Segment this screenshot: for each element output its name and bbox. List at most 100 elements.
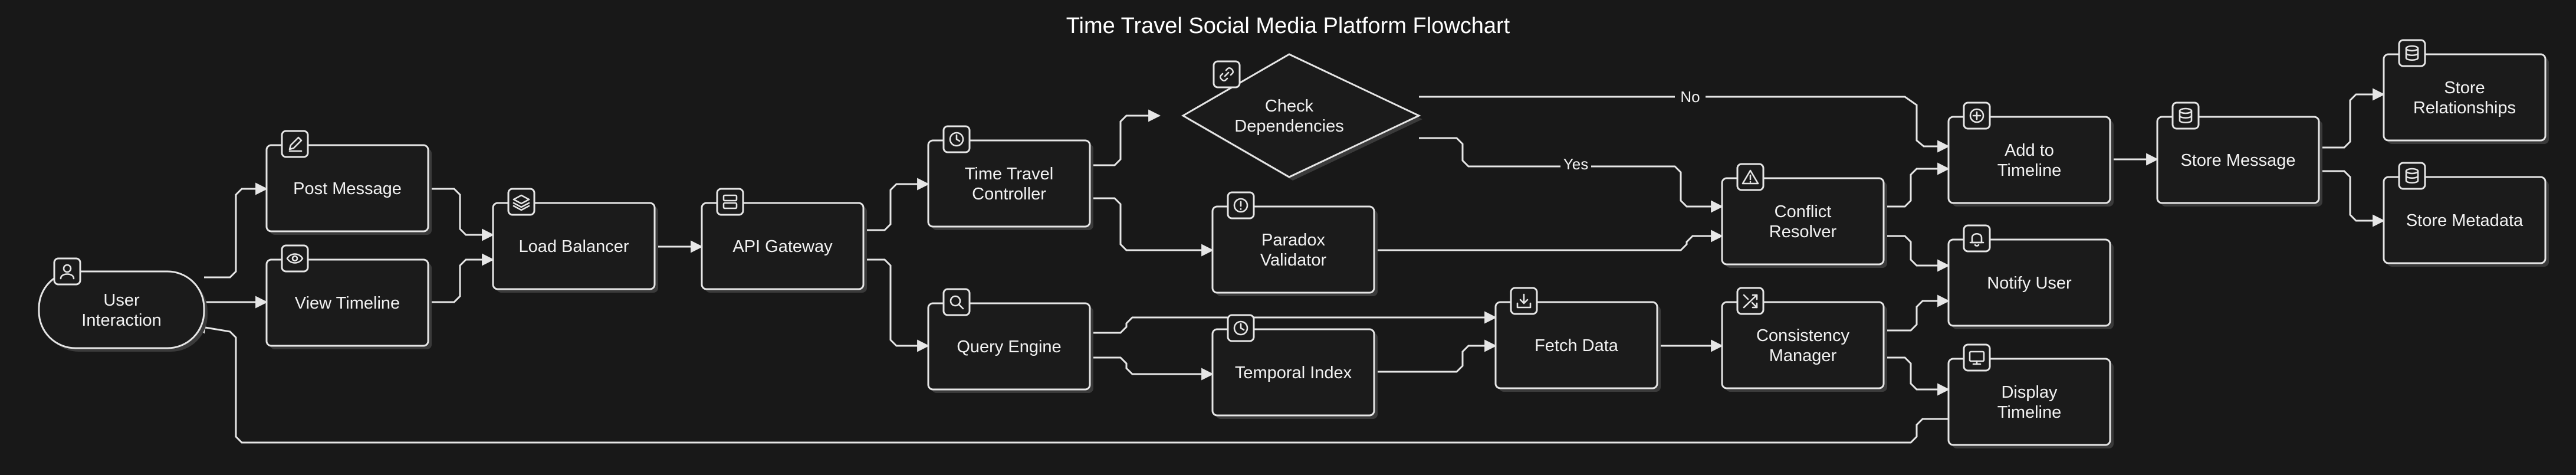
node-query-engine: Query Engine — [927, 288, 1093, 393]
clock-icon — [1233, 320, 1248, 336]
edge-paradox-validator-to-conflict-resolver — [1374, 230, 1724, 251]
edge-temporal-index-to-fetch-data — [1374, 339, 1497, 373]
edge-display-timeline-to-user-interaction — [193, 321, 1949, 444]
node-label: View Timeline — [295, 294, 400, 313]
node-shape — [265, 258, 429, 347]
node-shape — [1181, 53, 1421, 178]
node-shape — [2156, 116, 2320, 204]
edge-consistency-manager-to-notify-user — [1884, 294, 1950, 332]
node-notify-user: Notify User — [1947, 224, 2114, 329]
node-label: Manager — [1769, 346, 1837, 365]
node-shape — [927, 139, 1091, 228]
edge-check-dependencies-to-add-to-timeline — [1419, 96, 1950, 153]
node-label: Interaction — [81, 311, 161, 330]
node-shape — [1947, 116, 2111, 204]
edge-label: No — [1680, 88, 1700, 106]
node-label: Resolver — [1769, 222, 1837, 241]
node-label: Timeline — [1997, 161, 2062, 180]
node-shape — [2383, 176, 2547, 264]
icon-badge — [942, 288, 971, 316]
layers-icon — [512, 194, 530, 211]
link-icon — [1220, 67, 1234, 81]
search-icon — [949, 295, 964, 310]
edge-time-travel-controller-to-paradox-validator — [1090, 197, 1214, 257]
edge-label: Yes — [1563, 155, 1588, 173]
node-shape — [1494, 301, 1658, 389]
node-label: Temporal Index — [1235, 363, 1352, 382]
warning-triangle-icon — [1742, 169, 1759, 185]
monitor-icon — [1969, 350, 1985, 365]
download-icon — [1516, 293, 1532, 309]
node-label: Timeline — [1997, 403, 2062, 422]
node-label: Notify User — [1987, 274, 2072, 293]
node-shape — [1947, 358, 2111, 446]
edge-consistency-manager-to-display-timeline — [1884, 356, 1950, 396]
database-icon — [2405, 45, 2419, 61]
edge-store-message-to-store-relationships — [2319, 88, 2386, 149]
edge-post-message-to-load-balancer — [428, 188, 495, 241]
edge-store-message-to-store-metadata — [2319, 170, 2386, 227]
node-shape — [1947, 238, 2111, 327]
node-label: Relationships — [2413, 99, 2516, 117]
node-label: Fetch Data — [1535, 336, 1619, 355]
node-label: User — [103, 291, 140, 310]
node-shape — [1721, 301, 1885, 389]
node-label: Time Travel — [965, 165, 1053, 184]
icon-badge — [1963, 224, 1991, 253]
shuffle-icon — [1743, 294, 1758, 309]
plus-circle-icon — [1969, 108, 1984, 123]
node-label: API Gateway — [732, 237, 833, 256]
pencil-icon — [288, 136, 303, 152]
alert-circle-icon — [1233, 198, 1248, 213]
edge-label-background — [1675, 86, 1706, 106]
database-icon — [2405, 168, 2419, 184]
icon-badge — [281, 244, 309, 273]
icon-badge — [2398, 162, 2426, 190]
edge-conflict-resolver-to-notify-user — [1884, 235, 1950, 272]
node-label: Store — [2444, 78, 2485, 97]
edge-view-timeline-to-load-balancer — [428, 253, 495, 303]
node-shape — [1721, 177, 1885, 266]
node-label: Store Metadata — [2406, 211, 2524, 230]
node-shape — [701, 202, 865, 290]
icon-badge — [507, 188, 535, 216]
edge-conflict-resolver-to-add-to-timeline — [1884, 162, 1950, 208]
node-label: Controller — [972, 185, 1046, 204]
node-label: Store Message — [2180, 151, 2295, 170]
node-shape — [927, 302, 1091, 391]
node-store-metadata: Store Metadata — [2383, 162, 2549, 267]
node-label: Post Message — [293, 179, 402, 198]
node-label: Add to — [2005, 141, 2054, 160]
node-shape — [265, 144, 429, 232]
edge-api-gateway-to-query-engine — [863, 258, 930, 352]
node-view-timeline: View Timeline — [265, 244, 432, 349]
node-shape — [2383, 53, 2547, 142]
icon-badge — [2171, 101, 2200, 130]
node-temporal-index: Temporal Index — [1211, 314, 1378, 419]
edge-time-travel-controller-to-check-dependencies — [1090, 109, 1161, 166]
node-label: Validator — [1260, 251, 1327, 270]
node-label: Check — [1265, 97, 1314, 116]
node-label: Display — [2001, 383, 2058, 402]
node-label: Conflict — [1775, 202, 1832, 221]
database-icon — [2179, 107, 2193, 124]
node-store-message: Store Message — [2156, 101, 2322, 207]
clock-icon — [949, 132, 964, 147]
edge-label-background — [1560, 153, 1591, 173]
node-fetch-data: Fetch Data — [1494, 287, 1661, 392]
node-shape — [1211, 205, 1375, 294]
icon-badge — [1963, 343, 1991, 372]
edge-query-engine-to-fetch-data — [1090, 311, 1497, 334]
node-shape — [38, 270, 205, 349]
